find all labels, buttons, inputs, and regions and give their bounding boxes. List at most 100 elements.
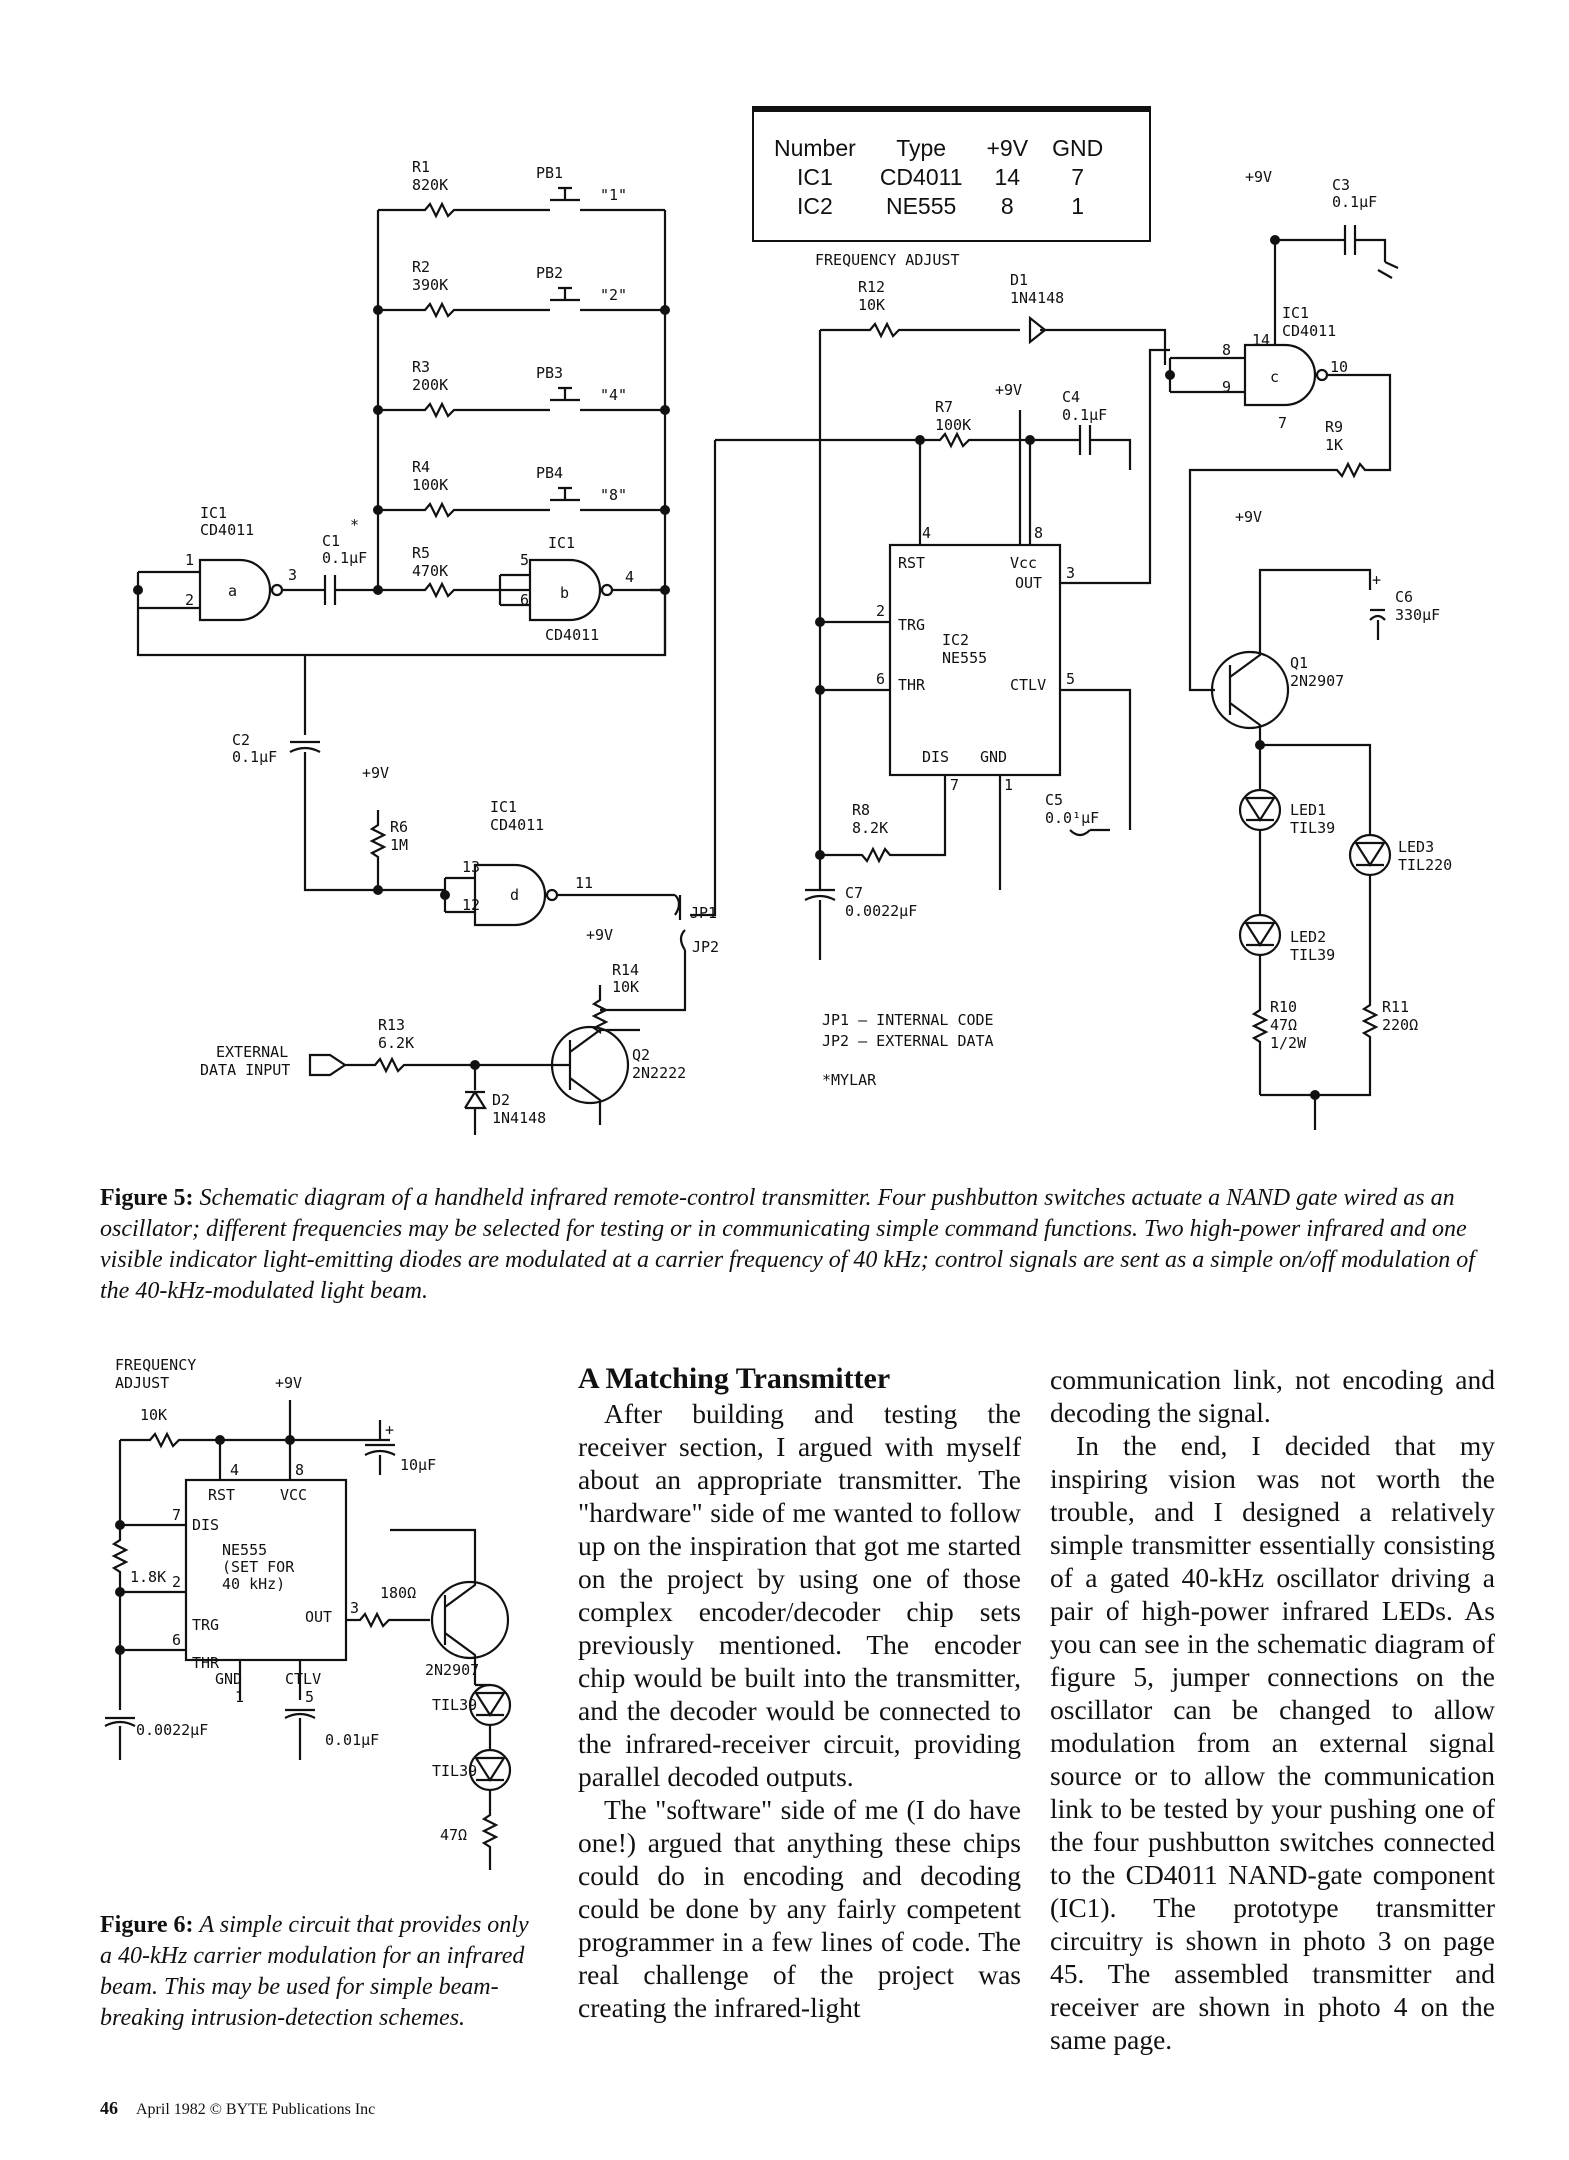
- pin-label: 9: [1222, 378, 1231, 396]
- label-pb3: PB3: [536, 364, 563, 382]
- fig6-vcc-label: VCC: [280, 1486, 307, 1504]
- label-r8: R8: [852, 801, 870, 819]
- article-heading: A Matching Transmitter: [578, 1362, 891, 1395]
- label-r4: R4: [412, 458, 430, 476]
- label-ic1d-type: CD4011: [490, 816, 544, 834]
- ic-table-cell: 14: [994, 164, 1021, 190]
- label-data-input: DATA INPUT: [200, 1061, 290, 1079]
- label-led1: LED1: [1290, 801, 1326, 819]
- label-jp2: JP2: [692, 938, 719, 956]
- label-9v-ic2: +9V: [995, 381, 1022, 399]
- label-led1-value: TIL39: [1290, 819, 1335, 837]
- label-ic1b: IC1: [548, 534, 575, 552]
- fig6-2n2907-label: 2N2907: [425, 1661, 479, 1679]
- label-r7: R7: [935, 398, 953, 416]
- label-c7: C7: [845, 884, 863, 902]
- ic-table-header: Number Type +9V GND: [762, 134, 1115, 163]
- label-ic1c: IC1: [1282, 304, 1309, 322]
- label-c6: C6: [1395, 588, 1413, 606]
- gate-d-label: d: [510, 886, 519, 904]
- figure-5-caption-label: Figure 5:: [100, 1185, 194, 1211]
- label-9v-c3: +9V: [1245, 168, 1272, 186]
- fig6-1-8k-label: 1.8K: [130, 1568, 166, 1586]
- label-c2-value: 0.1μF: [232, 748, 277, 766]
- fig6-plus-label: +: [385, 1421, 394, 1439]
- figure-6: FREQUENCY ADJUST +9V 10K 10μF RST VCC DI…: [100, 1350, 560, 2031]
- label-r2: R2: [412, 258, 430, 276]
- label-jp1: JP1: [690, 904, 717, 922]
- label-led2: LED2: [1290, 928, 1326, 946]
- fig6-180-label: 180Ω: [380, 1584, 416, 1602]
- fig6-pin-label: 1: [235, 1688, 244, 1706]
- fig6-pin-label: 6: [172, 1631, 181, 1649]
- label-ic1a-type: CD4011: [200, 521, 254, 539]
- label-gnd: GND: [980, 748, 1007, 766]
- pin-label: 5: [520, 551, 529, 569]
- label-9v-r14: +9V: [586, 926, 613, 944]
- label-c3-value: 0.1μF: [1332, 193, 1377, 211]
- label-jp1-note: JP1 – INTERNAL CODE: [822, 1011, 994, 1029]
- pin-label: 10: [1330, 358, 1348, 376]
- ic-table: Number Type +9V GND IC1 CD4011 14 7 IC2 …: [752, 106, 1151, 242]
- pin-label: 6: [520, 591, 529, 609]
- pin-label: 2: [185, 591, 194, 609]
- pin-label: 13: [462, 858, 480, 876]
- label-r11-value: 220Ω: [1382, 1016, 1418, 1034]
- pin-label: 11: [575, 874, 593, 892]
- pin-label: 14: [1252, 331, 1270, 349]
- pin-label: 7: [1278, 414, 1287, 432]
- fig6-10uf-label: 10μF: [400, 1456, 436, 1474]
- label-pb2: PB2: [536, 264, 563, 282]
- label-cd4011b: CD4011: [545, 626, 599, 644]
- label-r8-value: 8.2K: [852, 819, 888, 837]
- label-r7-value: 100K: [935, 416, 971, 434]
- figure-5: Number Type +9V GND IC1 CD4011 14 7 IC2 …: [100, 106, 1475, 1304]
- ic-table-row: IC2 NE555 8 1: [762, 192, 1115, 221]
- figure-6-caption-text: A simple circuit that provides only a 40…: [100, 1912, 529, 2031]
- ic-table-cell: 1: [1071, 193, 1085, 219]
- label-pb1: PB1: [536, 164, 563, 182]
- ic-table-cell: NE555: [885, 193, 957, 219]
- label-q1: "1": [600, 186, 627, 204]
- label-r1-value: 820K: [412, 176, 448, 194]
- label-ctlv: CTLV: [1010, 676, 1046, 694]
- label-jp2-note: JP2 – EXTERNAL DATA: [822, 1032, 994, 1050]
- fig6-pin-label: 3: [350, 1599, 359, 1617]
- pin-label: 2: [876, 602, 885, 620]
- fig6-0-0022-label: 0.0022μF: [136, 1721, 208, 1739]
- label-9v-r6: +9V: [362, 764, 389, 782]
- figure-5-caption-text: Schematic diagram of a handheld infrared…: [100, 1185, 1475, 1304]
- gate-c-label: c: [1270, 368, 1279, 386]
- label-q2-value: 2N2222: [632, 1064, 686, 1082]
- ic-table-row: IC1 CD4011 14 7: [762, 163, 1115, 192]
- fig6-out-label: OUT: [305, 1608, 332, 1626]
- ic-table-cell: IC1: [797, 164, 833, 190]
- fig6-ne555-label: NE555: [222, 1541, 267, 1559]
- label-ic2-type: NE555: [942, 649, 987, 667]
- label-r10-value: 47Ω: [1270, 1016, 1297, 1034]
- label-led3: LED3: [1398, 838, 1434, 856]
- label-ic1d: IC1: [490, 798, 517, 816]
- label-r1: R1: [412, 158, 430, 176]
- label-c6-plus: +: [1372, 571, 1381, 589]
- fig6-gnd-label: GND: [215, 1670, 242, 1688]
- label-r6: R6: [390, 818, 408, 836]
- label-r10: R10: [1270, 998, 1297, 1016]
- label-r6-value: 1M: [390, 836, 408, 854]
- label-r2-value: 390K: [412, 276, 448, 294]
- ic-table-cell: Number: [774, 135, 856, 161]
- fig6-47-label: 47Ω: [440, 1826, 467, 1844]
- label-d2: D2: [492, 1091, 510, 1109]
- label-c1: C1: [322, 532, 340, 550]
- figure-5-caption: Figure 5: Schematic diagram of a handhel…: [100, 1183, 1490, 1307]
- ic-table-cell: IC2: [797, 193, 833, 219]
- label-trg: TRG: [898, 616, 925, 634]
- ic-table-cell: GND: [1052, 135, 1104, 161]
- fig6-40khz-label: 40 kHz): [222, 1575, 285, 1593]
- label-pb4: PB4: [536, 464, 563, 482]
- pin-label: 1: [185, 551, 194, 569]
- fig6-til39-label: TIL39: [432, 1696, 477, 1714]
- label-r10-watt: 1/2W: [1270, 1034, 1307, 1052]
- label-c2: C2: [232, 731, 250, 749]
